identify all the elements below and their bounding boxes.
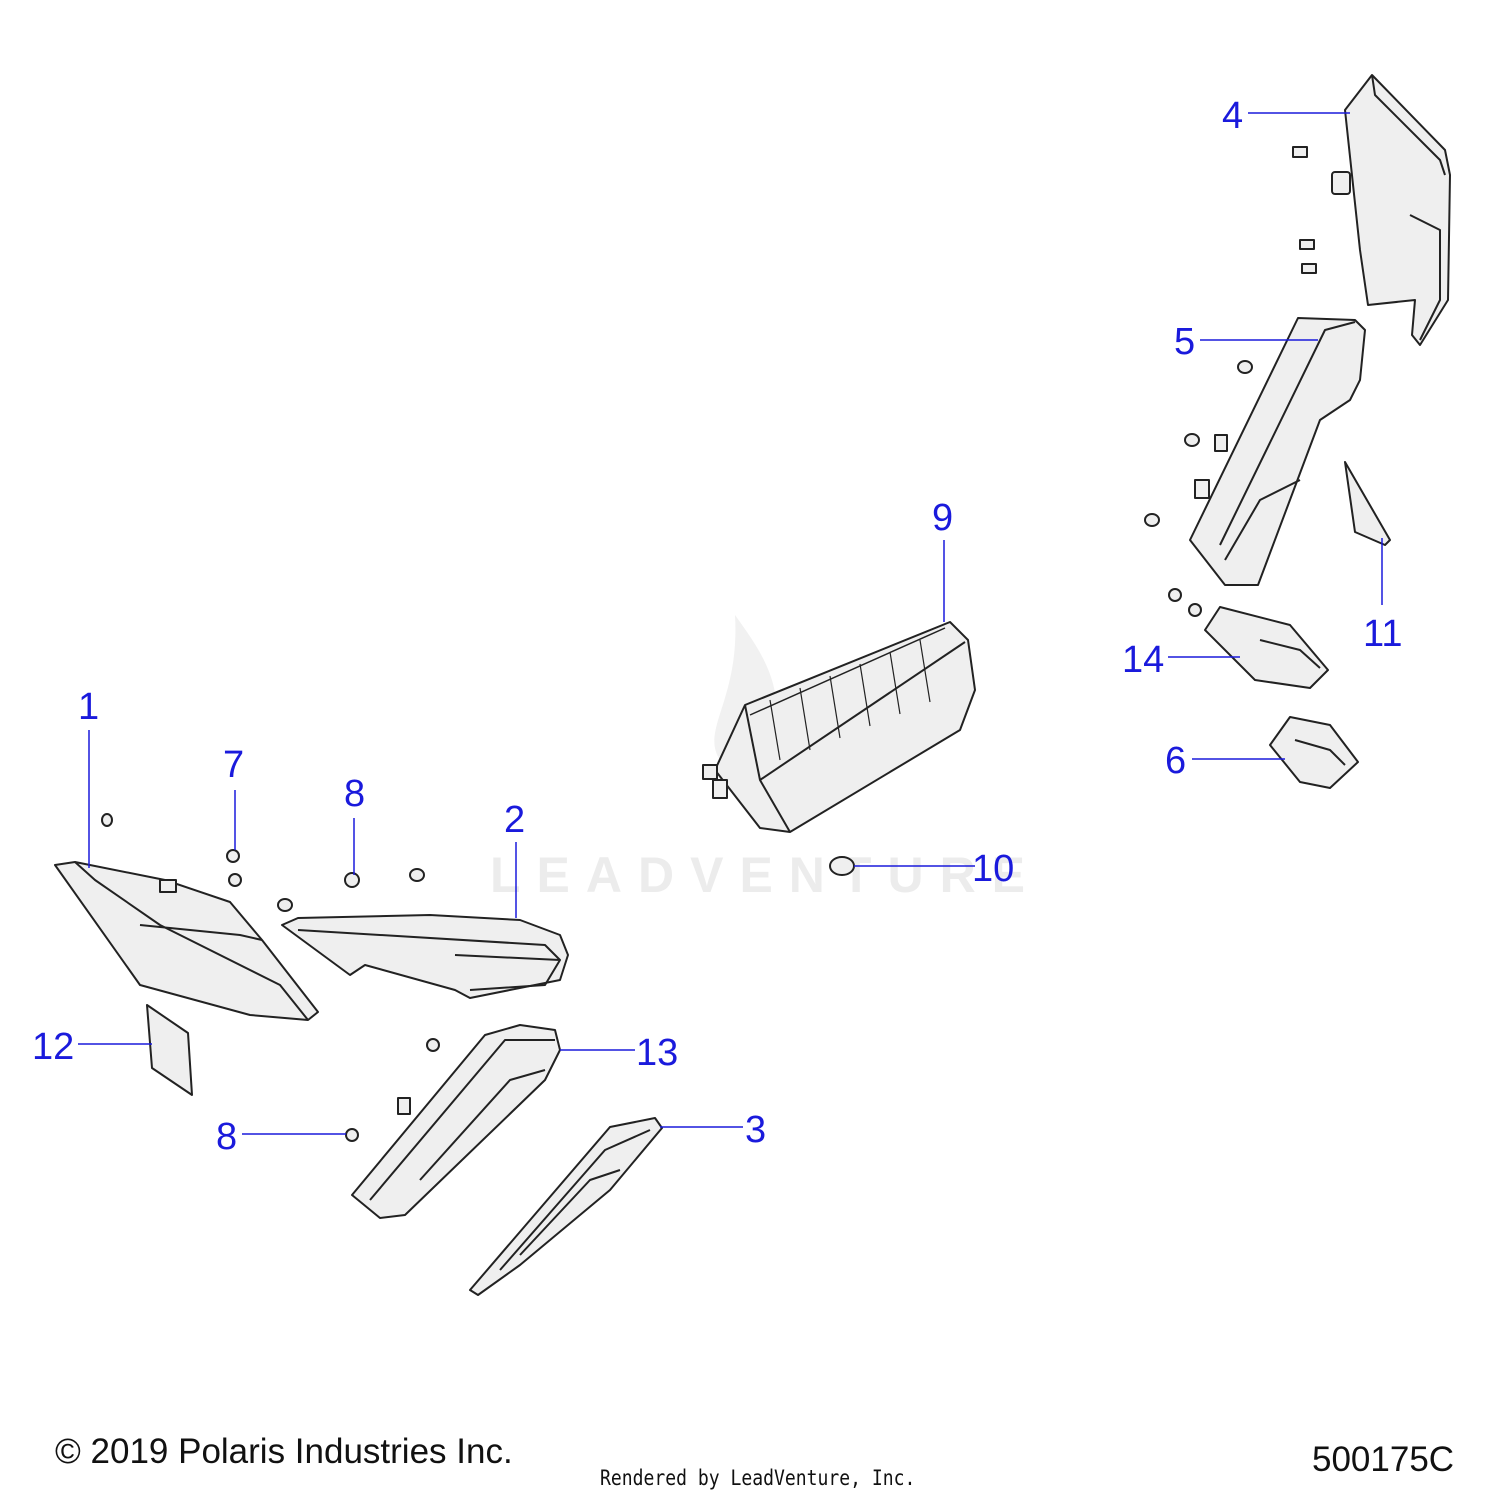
callout-9: 9 (932, 497, 954, 539)
rendered-by-text: Rendered by LeadVenture, Inc. (600, 1466, 916, 1490)
part-5-lamp (1144, 317, 1366, 617)
callout-5: 5 (1174, 321, 1196, 363)
callout-3: 3 (745, 1109, 767, 1151)
callout-13: 13 (636, 1032, 679, 1074)
watermark-text: LEADVENTURE (490, 847, 1042, 903)
callout-11: 11 (1363, 613, 1403, 655)
callout-2: 2 (504, 799, 526, 841)
part-11-plate (1344, 461, 1391, 546)
part-3-lens (469, 1117, 663, 1296)
part-6-reflector (1269, 716, 1359, 789)
part-12-plate (146, 1004, 193, 1096)
part-14-reflector (1204, 606, 1329, 689)
callout-10: 10 (972, 848, 1015, 890)
part-13-lamp (345, 1024, 561, 1219)
leader-lines (78, 112, 1383, 1135)
part-10-grommet (829, 856, 855, 876)
copyright-text: © 2019 Polaris Industries Inc. (55, 1432, 513, 1471)
callout-1: 1 (78, 686, 100, 728)
diagram-code: 500175C (1312, 1440, 1455, 1479)
callout-14: 14 (1122, 639, 1165, 681)
part-2-lamp (277, 868, 569, 999)
callout-7: 7 (223, 744, 245, 786)
callout-4: 4 (1222, 95, 1244, 137)
callout-8-bottom: 8 (216, 1116, 238, 1158)
part-1-lamp (54, 813, 319, 1021)
part-4-housing (1292, 74, 1451, 346)
callout-12: 12 (32, 1026, 75, 1068)
callout-8-top: 8 (344, 773, 366, 815)
part-9-light-bar (702, 621, 976, 833)
callout-6: 6 (1165, 740, 1187, 782)
